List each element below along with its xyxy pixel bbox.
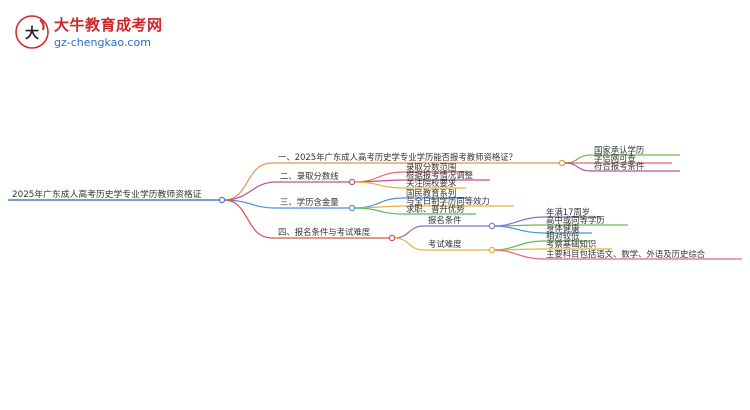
b1-leaf-2[interactable]: 学信网可查 [594,153,636,163]
brand-name: 大牛教育成考网 [54,16,163,34]
root-label[interactable]: 2025年广东成人高考历史学专业学历教师资格证 [12,188,202,200]
b3-node-dot[interactable] [348,204,356,212]
branch-1-label[interactable]: 一、2025年广东成人高考历史学专业学历能否报考教师资格证？ [278,152,517,162]
branch-3-label[interactable]: 三、学历含金量 [280,197,339,207]
b2-leaf-2[interactable]: 根据报考情况调整 [406,170,474,180]
bull-logo-icon: 大 [15,15,49,49]
b1-node-dot[interactable] [558,159,566,167]
b3-leaf-1[interactable]: 国民教育系列 [406,188,456,198]
b2-leaf-1[interactable]: 录取分数范围 [406,162,456,172]
link-s1-l3 [493,225,545,234]
link-root-b4 [223,199,273,239]
branch-2-label[interactable]: 二、录取分数线 [280,171,339,181]
link-b1-l3 [563,162,593,172]
b1-leaf-3[interactable]: 符合报考条件 [594,161,644,171]
link-b1-l1 [563,154,593,164]
link-b2-l3 [353,181,405,189]
link-root-b2 [223,181,277,201]
link-b4-s2 [393,237,425,251]
b2-node-dot[interactable] [348,178,356,186]
b2-leaf-3[interactable]: 关注院校要求 [406,178,457,188]
s2-leaf-3[interactable]: 主要科目包括语文、数学、外语及历史综合 [546,249,706,259]
b3-leaf-2[interactable]: 与全日制学历同等效力 [406,196,490,206]
root-node-dot[interactable] [218,196,226,204]
link-b3-l3 [353,207,405,215]
s1-leaf-1[interactable]: 年满17周岁 [546,207,590,217]
b1-leaf-1[interactable]: 国家承认学历 [594,145,644,155]
link-root-b1 [223,162,273,201]
b3-leaf-3[interactable]: 求职、晋升优势 [406,204,465,214]
site-url[interactable]: gz-chengkao.com [54,36,151,49]
svg-text:大: 大 [25,25,39,42]
sub-2-label[interactable]: 考试难度 [428,239,462,249]
link-b4-s1 [393,225,425,239]
link-s2-l3 [493,249,545,260]
s1-leaf-3[interactable]: 身体健康 [546,223,580,233]
site-logo[interactable]: 大 大牛教育成考网 gz-chengkao.com [14,12,174,56]
s2-leaf-2[interactable]: 考察基础知识 [546,239,596,249]
b4-node-dot[interactable] [388,234,396,242]
s2-leaf-1[interactable]: 相对较低 [546,231,580,241]
sub-1-label[interactable]: 报名条件 [428,215,462,225]
s1-node-dot[interactable] [488,222,496,230]
s1-leaf-2[interactable]: 高中或同等学历 [546,215,605,225]
s2-node-dot[interactable] [488,246,496,254]
branch-4-label[interactable]: 四、报名条件与考试难度 [278,227,371,237]
